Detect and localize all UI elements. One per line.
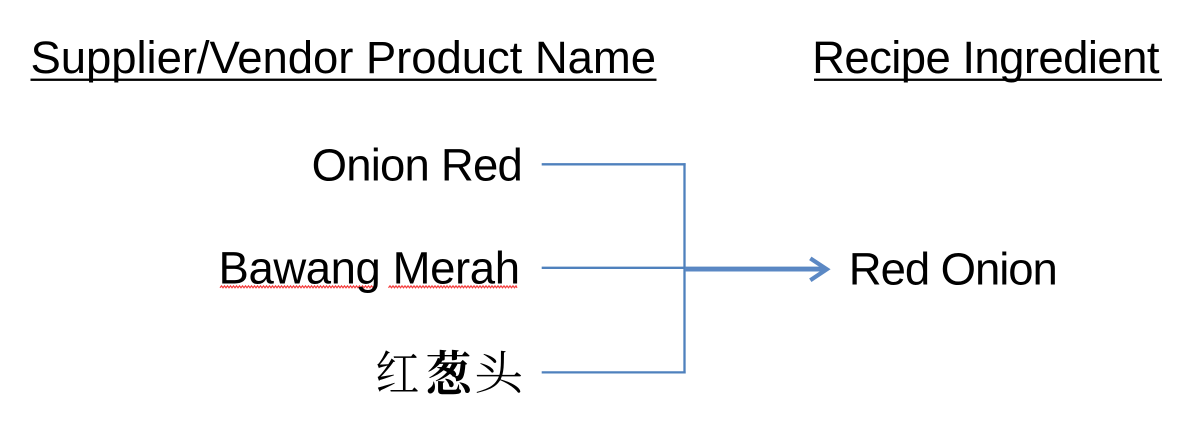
svg-text:Supplier/Vendor Product Name: Supplier/Vendor Product Name <box>31 32 657 83</box>
svg-text:Bawang Merah: Bawang Merah <box>219 243 521 294</box>
svg-text:Recipe Ingredient: Recipe Ingredient <box>812 32 1160 83</box>
svg-text:Red Onion: Red Onion <box>849 244 1058 295</box>
svg-text:Onion Red: Onion Red <box>312 140 523 191</box>
